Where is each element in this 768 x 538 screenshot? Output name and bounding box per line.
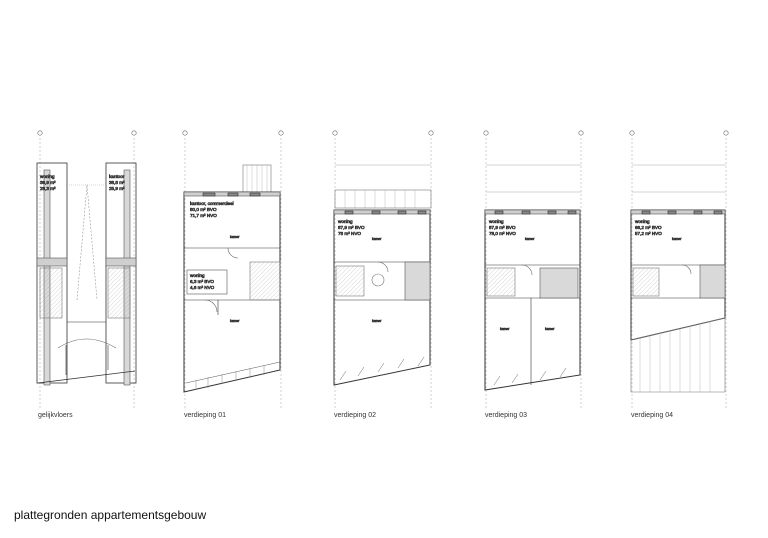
unit-label-woning-line3: 4,6 m² NVO bbox=[190, 285, 215, 290]
floor-caption-verdieping-01: verdieping 01 bbox=[184, 412, 227, 419]
plan-verdieping-01: kantoor, commercieel 80,0 m² BVO 71,7 m²… bbox=[182, 130, 284, 410]
unit-label-woning-line2: 39,9 m² bbox=[40, 180, 56, 185]
room-label: kamer bbox=[230, 319, 240, 323]
unit-label-kantoor-line3: 71,7 m² NVO bbox=[190, 213, 217, 218]
room-label: kamer bbox=[372, 237, 382, 241]
unit-label-woning-line3: 28,3 m² bbox=[40, 186, 56, 191]
unit-label-woning-line3: 57,2 m² NVO bbox=[635, 231, 662, 236]
unit-label-woning-line2: 87,9 m² BVO bbox=[338, 225, 365, 230]
plan-gelijkvloers: woning 39,9 m² 28,3 m² kantoor 38,8 m² 2… bbox=[36, 130, 137, 410]
unit-label-woning-line1: woning bbox=[190, 273, 205, 278]
unit-label-kantoor-line1: kantoor bbox=[109, 174, 125, 179]
unit-label-kantoor-line2: 38,8 m² bbox=[109, 180, 125, 185]
room-label: kamer bbox=[525, 237, 535, 241]
unit-label-kantoor-line2: 80,0 m² BVO bbox=[190, 207, 217, 212]
floor-caption-verdieping-03: verdieping 03 bbox=[485, 412, 528, 419]
unit-label-woning-line3: 78 m² NVO bbox=[338, 231, 361, 236]
floor-caption-verdieping-02: verdieping 02 bbox=[334, 412, 377, 419]
unit-label-woning-line1: woning bbox=[635, 219, 650, 224]
room-label: kamer bbox=[372, 319, 382, 323]
floor-caption-gelijkvloers: gelijkvloers bbox=[38, 412, 73, 419]
unit-label-woning-line2: 6,3 m² BVO bbox=[190, 279, 214, 284]
unit-label-woning-line2: 87,9 m² BVO bbox=[489, 225, 516, 230]
unit-label-woning-line2: 66,2 m² BVO bbox=[635, 225, 662, 230]
room-label: kamer bbox=[500, 327, 510, 331]
plan-verdieping-02: woning 87,9 m² BVO 78 m² NVO kamer kamer bbox=[332, 130, 434, 410]
page-title: plattegronden appartementsgebouw bbox=[14, 508, 207, 522]
room-label: kamer bbox=[672, 237, 682, 241]
unit-label-woning-line1: woning bbox=[40, 174, 55, 179]
floor-caption-verdieping-04: verdieping 04 bbox=[631, 412, 674, 419]
unit-label-woning-line1: woning bbox=[489, 219, 504, 224]
unit-label-woning-line3: 78,0 m² NVO bbox=[489, 231, 516, 236]
unit-label-woning-line1: woning bbox=[338, 219, 353, 224]
plan-verdieping-04: woning 66,2 m² BVO 57,2 m² NVO kamer bbox=[629, 130, 729, 410]
room-label: kamer bbox=[545, 327, 555, 331]
unit-woning-outline bbox=[36, 162, 68, 384]
room-label: kamer bbox=[230, 235, 240, 239]
unit-label-kantoor-line1: kantoor, commercieel bbox=[190, 201, 234, 206]
unit-kantoor-outline bbox=[105, 162, 137, 384]
unit-label-kantoor-line3: 25,9 m² bbox=[109, 186, 125, 191]
plan-verdieping-03: woning 87,9 m² BVO 78,0 m² NVO kamer kam… bbox=[483, 130, 584, 410]
